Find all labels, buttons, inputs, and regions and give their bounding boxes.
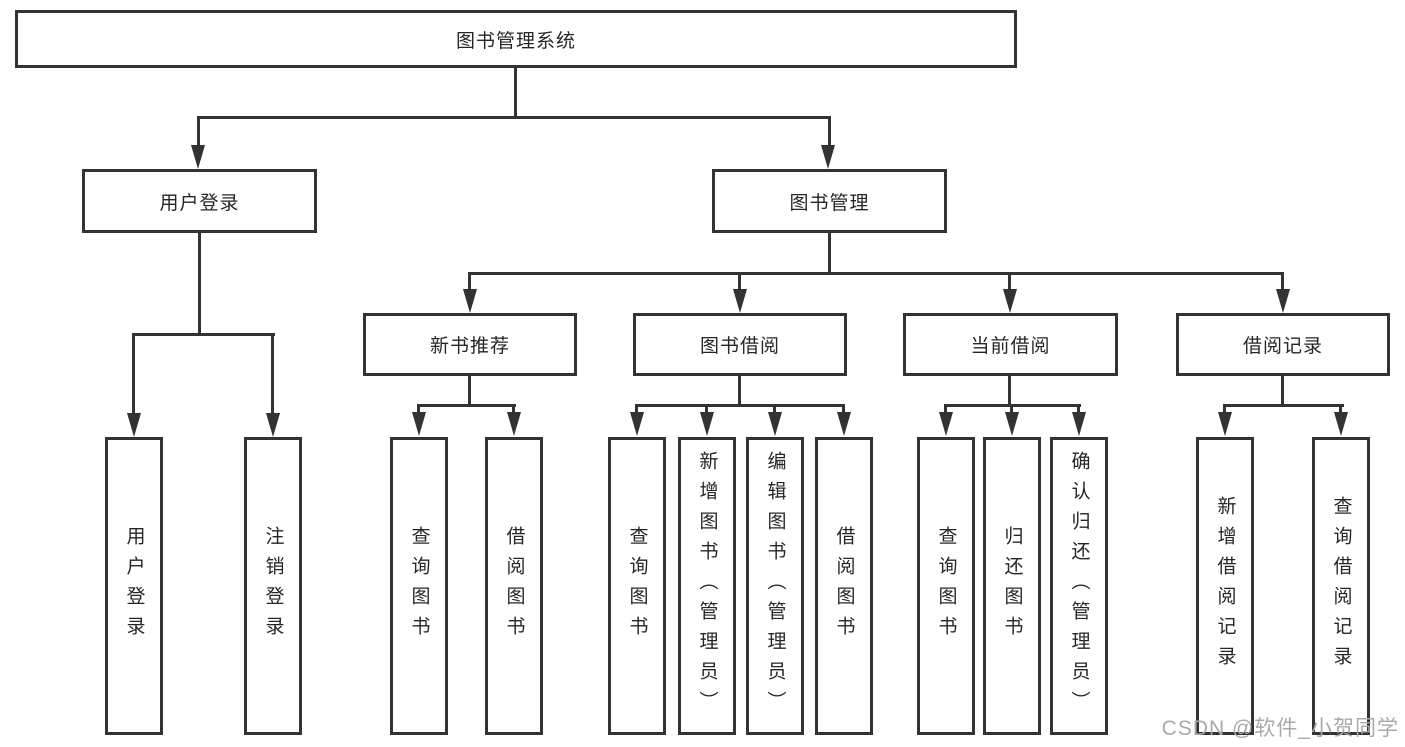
connector-line <box>197 116 200 147</box>
connector-line <box>271 333 274 415</box>
node-label: 图书借阅 <box>699 336 780 357</box>
node-book-management: 图书管理 <box>712 169 947 233</box>
connector-line <box>1339 404 1342 416</box>
arrow-down-icon <box>733 289 747 313</box>
arrow-down-icon <box>1218 412 1232 436</box>
leaf-label: 用户登录 <box>123 526 145 646</box>
connector-line <box>738 272 741 291</box>
connector-line <box>514 68 517 118</box>
leaf-query-books-borrow: 查询图书 <box>608 437 666 735</box>
leaf-add-borrow-record: 新增借阅记录 <box>1196 437 1254 735</box>
connector-line <box>468 272 471 291</box>
connector-line <box>1077 404 1080 416</box>
arrow-down-icon <box>1276 289 1290 313</box>
leaf-borrow-books-recommend: 借阅图书 <box>485 437 543 735</box>
leaf-label: 查询图书 <box>935 526 957 646</box>
leaf-return-books: 归还图书 <box>983 437 1041 735</box>
connector-line <box>1223 404 1344 407</box>
leaf-label: 确认归还（管理员） <box>1068 451 1090 721</box>
connector-line <box>842 404 845 416</box>
node-book-borrow: 图书借阅 <box>633 313 847 376</box>
leaf-label: 编辑图书（管理员） <box>764 451 786 721</box>
connector-line <box>1008 272 1011 291</box>
connector-line <box>417 404 420 416</box>
leaf-query-books-recommend: 查询图书 <box>390 437 448 735</box>
node-label: 图书管理系统 <box>455 30 576 52</box>
leaf-query-books-current: 查询图书 <box>917 437 975 735</box>
connector-line <box>635 404 845 407</box>
arrow-down-icon <box>1072 412 1086 436</box>
connector-line <box>705 404 708 416</box>
leaf-label: 归还图书 <box>1001 526 1023 646</box>
csdn-watermark: CSDN @软件_小贺同学 <box>1161 717 1399 740</box>
connector-line <box>828 233 831 274</box>
connector-line <box>738 374 741 407</box>
arrow-down-icon <box>1005 412 1019 436</box>
leaf-add-books-admin: 新增图书（管理员） <box>678 437 736 735</box>
arrow-down-icon <box>463 289 477 313</box>
arrow-down-icon <box>837 412 851 436</box>
node-label: 图书管理 <box>789 192 870 214</box>
leaf-label: 查询图书 <box>408 526 430 646</box>
arrow-down-icon <box>939 412 953 436</box>
arrow-down-icon <box>1003 289 1017 313</box>
node-system-root: 图书管理系统 <box>15 10 1017 68</box>
leaf-label: 借阅图书 <box>503 526 525 646</box>
connector-line <box>132 333 275 336</box>
arrow-down-icon <box>700 412 714 436</box>
leaf-label: 查询图书 <box>626 526 648 646</box>
arrow-down-icon <box>266 413 280 437</box>
connector-line <box>417 404 516 407</box>
connector-line <box>635 404 638 416</box>
connector-line <box>198 233 201 336</box>
arrow-down-icon <box>768 412 782 436</box>
arrow-down-icon <box>507 412 521 436</box>
connector-line <box>828 116 831 147</box>
arrow-down-icon <box>1334 412 1348 436</box>
connector-line <box>1223 404 1226 416</box>
connector-line <box>1281 374 1284 407</box>
leaf-label: 新增借阅记录 <box>1214 496 1236 676</box>
leaf-edit-books-admin: 编辑图书（管理员） <box>746 437 804 735</box>
node-user-login: 用户登录 <box>82 169 317 233</box>
node-borrow-records: 借阅记录 <box>1176 313 1390 376</box>
connector-line <box>132 333 135 415</box>
node-label: 借阅记录 <box>1242 336 1323 357</box>
node-current-borrow: 当前借阅 <box>903 313 1118 376</box>
leaf-label: 查询借阅记录 <box>1330 496 1352 676</box>
leaf-confirm-return-admin: 确认归还（管理员） <box>1050 437 1108 735</box>
leaf-user-login: 用户登录 <box>105 437 163 735</box>
connector-line <box>468 374 471 407</box>
node-label: 新书推荐 <box>429 336 510 357</box>
connector-line <box>197 116 830 119</box>
node-label: 当前借阅 <box>970 336 1051 357</box>
arrow-down-icon <box>630 412 644 436</box>
node-label: 用户登录 <box>159 192 240 214</box>
connector-line <box>512 404 515 416</box>
leaf-label: 借阅图书 <box>833 526 855 646</box>
node-new-book-recommend: 新书推荐 <box>363 313 577 376</box>
connector-line <box>944 404 947 416</box>
leaf-query-borrow-record: 查询借阅记录 <box>1312 437 1370 735</box>
leaf-logout: 注销登录 <box>244 437 302 735</box>
arrow-down-icon <box>191 145 205 169</box>
leaf-borrow-books: 借阅图书 <box>815 437 873 735</box>
connector-line <box>1281 272 1284 291</box>
connector-line <box>468 272 1284 275</box>
connector-line <box>1010 404 1013 416</box>
leaf-label: 注销登录 <box>262 526 284 646</box>
arrow-down-icon <box>412 412 426 436</box>
leaf-label: 新增图书（管理员） <box>696 451 718 721</box>
connector-line <box>773 404 776 416</box>
arrow-down-icon <box>127 413 141 437</box>
arrow-down-icon <box>821 145 835 169</box>
connector-line <box>1008 374 1011 407</box>
